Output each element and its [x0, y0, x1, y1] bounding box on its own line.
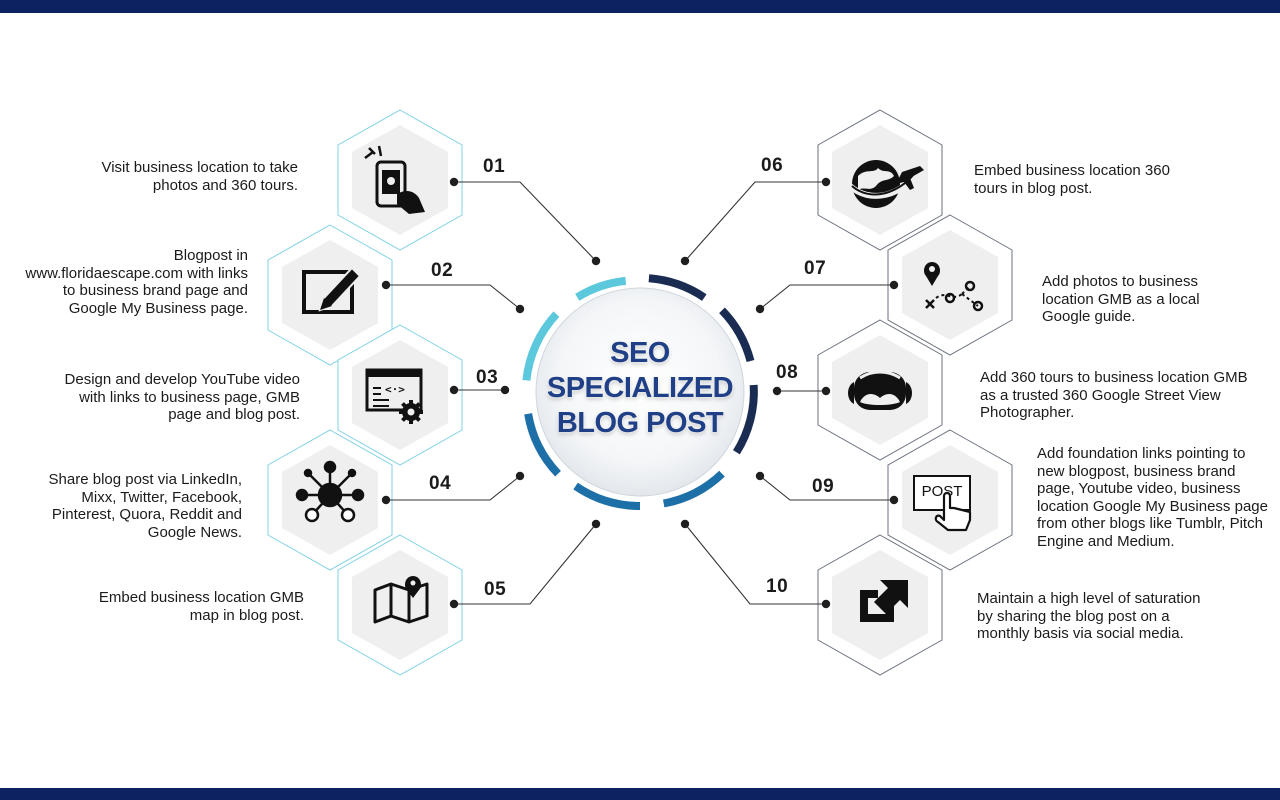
step-text-04: Share blog post via LinkedIn, Mixx, Twit…: [48, 471, 242, 541]
step-number-10: 10: [766, 576, 789, 597]
step-number-03: 03: [476, 367, 499, 388]
svg-text:<·>: <·>: [385, 383, 405, 396]
step-number-07: 07: [804, 258, 827, 279]
vr-headset-icon: [848, 370, 912, 410]
hexagon-05: [337, 534, 463, 676]
top-bar: [0, 0, 1280, 13]
connector-lines: [386, 181, 894, 605]
connector-02: [386, 284, 521, 310]
step-text-09: Add foundation links pointing to new blo…: [1037, 445, 1268, 550]
connector-09: [759, 475, 894, 501]
center-title-line-2: SPECIALIZED: [546, 372, 734, 404]
step-text-06: Embed business location 360 tours in blo…: [974, 162, 1170, 197]
step-text-10: Maintain a high level of saturation by s…: [977, 590, 1201, 642]
globe-plane-icon: [847, 160, 924, 208]
social-network-icon: [295, 460, 365, 523]
connector-10: [684, 523, 826, 605]
step-number-08: 08: [776, 362, 799, 383]
edit-icon: [302, 266, 362, 314]
share-external-icon: [860, 580, 908, 622]
step-text-07: Add photos to business location GMB as a…: [1042, 273, 1200, 325]
map-pin-icon: [373, 576, 429, 624]
connector-dots: [381, 177, 899, 609]
step-text-08: Add 360 tours to business location GMB a…: [980, 369, 1248, 421]
step-text-05: Embed business location GMB map in blog …: [98, 589, 304, 624]
step-number-06: 06: [761, 155, 784, 176]
code-window-gear-icon: <·>: [365, 368, 423, 424]
phone-camera-icon: [364, 145, 425, 214]
step-text-01: Visit business location to take photos a…: [101, 159, 298, 194]
center-title-line-3: BLOG POST: [556, 407, 724, 439]
route-pin-icon: [924, 262, 984, 312]
step-number-09: 09: [812, 476, 835, 497]
connector-07: [759, 284, 894, 310]
connector-01: [454, 181, 597, 262]
bottom-bar: [0, 788, 1280, 800]
hexagon-03: [337, 324, 463, 466]
post-icon-label: POST: [922, 483, 963, 500]
step-text-03: Design and develop YouTube video with li…: [64, 371, 300, 423]
step-number-01: 01: [483, 156, 506, 177]
post-click-icon: POST: [913, 475, 972, 532]
center-ring: [522, 274, 758, 511]
step-number-04: 04: [429, 473, 452, 494]
step-number-05: 05: [484, 579, 507, 600]
connector-05: [454, 523, 597, 605]
center-title: SEO SPECIALIZED BLOG POST: [540, 336, 740, 441]
step-number-02: 02: [431, 260, 454, 281]
connector-06: [684, 181, 826, 262]
hexagon-07: [887, 214, 1013, 356]
connector-04: [386, 475, 521, 501]
step-text-02: Blogpost in www.floridaescape.com with l…: [25, 247, 248, 317]
center-title-line-1: SEO: [610, 337, 670, 369]
